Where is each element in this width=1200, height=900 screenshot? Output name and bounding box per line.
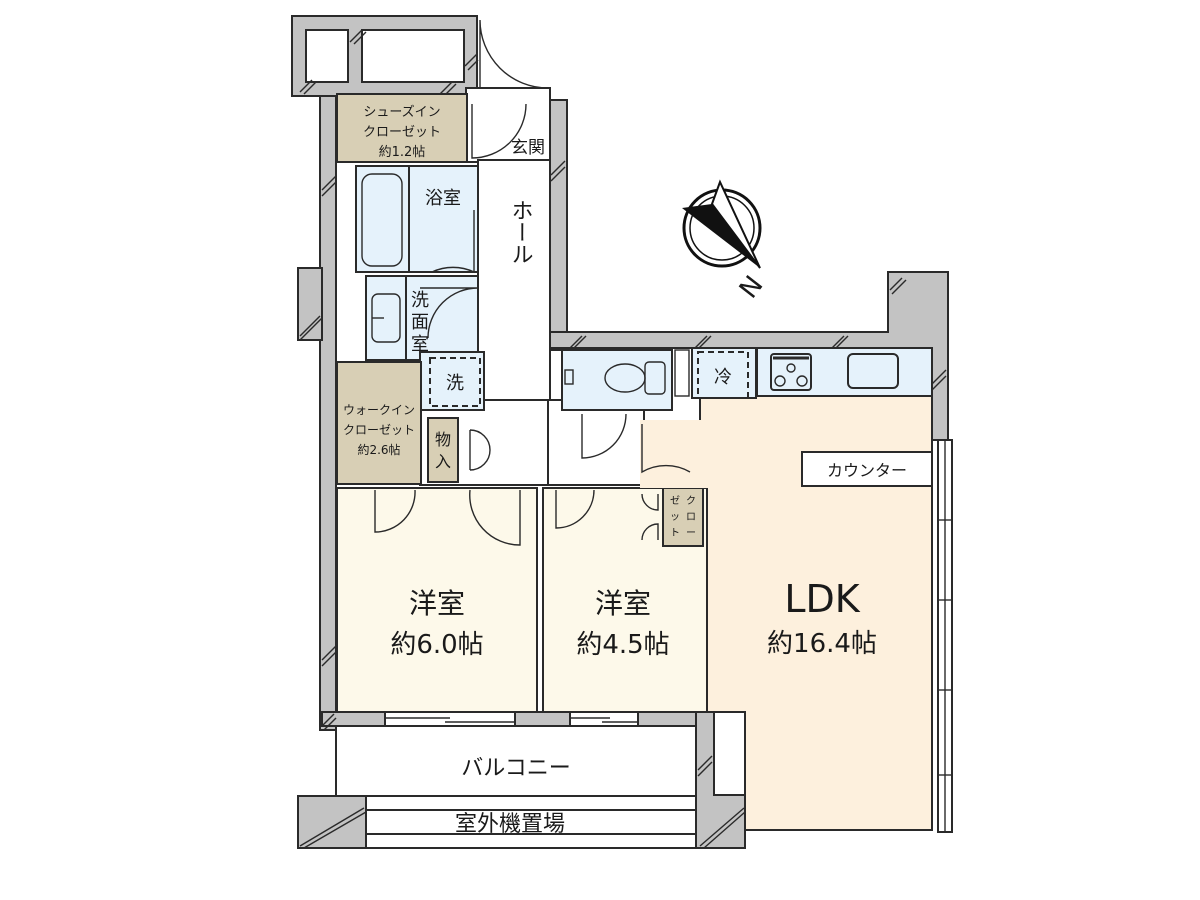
western-room-2-size: 約4.5帖 (576, 630, 669, 660)
storage-closet (427, 417, 459, 483)
bathroom (355, 165, 479, 273)
washroom-char-1: 洗 (411, 290, 429, 311)
shoe-closet-label-2: クローゼット (363, 125, 441, 140)
fridge-label: 冷 (714, 367, 732, 388)
western-room-1 (336, 487, 538, 713)
walls (291, 15, 949, 849)
fridge-area (691, 347, 757, 399)
entrance-label: 玄関 (511, 138, 545, 158)
washer-label: 洗 (446, 373, 464, 394)
storage-char-1: 物 (435, 430, 451, 449)
kitchen-counter (756, 347, 933, 397)
stove-icon (770, 353, 812, 391)
wall-hatches (299, 29, 947, 849)
closet-col1-char-3: ト (670, 528, 680, 539)
bathroom-label: 浴室 (425, 188, 461, 209)
toilet-room (561, 349, 673, 411)
closet (662, 487, 704, 547)
compass-north-label: N (734, 271, 770, 305)
bedroom-windows (384, 711, 639, 727)
ldk-size: 約16.4帖 (767, 629, 877, 659)
closet-col2-char-2: ロ (686, 512, 696, 523)
outdoor-unit-area (365, 795, 697, 849)
doors (374, 19, 691, 546)
right-windows (937, 439, 953, 833)
compass-icon (682, 179, 762, 269)
hall-toilet-corridor (547, 399, 645, 486)
ldk-name: LDK (784, 577, 860, 621)
western-room-2-name: 洋室 (595, 587, 651, 620)
balcony-label: バルコニー (461, 756, 571, 781)
washer-space (429, 357, 481, 407)
fridge-space (697, 351, 749, 399)
closet-col1-char-1: ゼ (670, 495, 680, 507)
western-room-1-name: 洋室 (409, 587, 465, 620)
washroom (365, 275, 479, 361)
western-room-1-size: 約6.0帖 (390, 630, 483, 660)
closet-col2-char-1: ク (686, 495, 696, 507)
walk-in-closet-size: 約2.6帖 (357, 442, 400, 457)
shoe-closet-label-1: シューズイン (363, 104, 440, 120)
counter-label: カウンター (827, 461, 907, 480)
counter-box (801, 451, 933, 487)
washroom-char-2: 面 (411, 312, 429, 333)
washroom-char-3: 室 (411, 334, 429, 355)
outdoor-unit-label: 室外機置場 (455, 812, 565, 837)
closet-col2-char-3: ー (686, 528, 696, 539)
walk-in-closet-label-1: ウォークイン (343, 403, 415, 417)
shoe-closet-size: 約1.2帖 (379, 145, 426, 160)
balcony (335, 725, 697, 797)
walk-in-closet (336, 361, 422, 485)
walk-in-closet-label-2: クローゼット (343, 423, 415, 437)
storage-char-2: 入 (435, 452, 451, 471)
sink-icon (847, 353, 899, 389)
shoe-closet (336, 93, 468, 163)
hall-label: ホール (508, 199, 533, 265)
closet-col1-char-2: ッ (670, 512, 680, 523)
bathtub-icon (361, 173, 403, 267)
